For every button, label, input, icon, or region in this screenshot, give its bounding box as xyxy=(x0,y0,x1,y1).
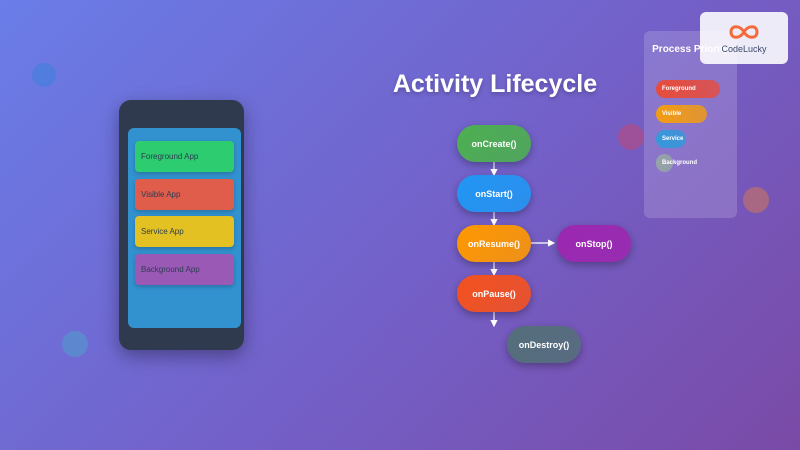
priority-label: Service xyxy=(662,136,684,142)
app-card-label: Service App xyxy=(141,227,184,236)
node-label: onCreate() xyxy=(471,138,517,149)
node-onpause: onPause() xyxy=(457,275,531,312)
decor-bubble xyxy=(62,331,88,357)
node-onresume: onResume() xyxy=(457,225,531,262)
node-onstop: onStop() xyxy=(557,225,631,262)
priority-label: Background xyxy=(662,160,698,166)
app-card-background: Background App xyxy=(135,254,234,285)
node-label: onPause() xyxy=(472,288,516,299)
app-card-label: Foreground App xyxy=(141,152,199,161)
process-priority-panel: Process Priority Foreground Visible Serv… xyxy=(644,31,737,218)
app-card-visible: Visible App xyxy=(135,179,234,210)
node-onstart: onStart() xyxy=(457,175,531,212)
infinity-logo-icon xyxy=(729,25,759,39)
priority-service: Service xyxy=(656,130,686,148)
app-card-label: Background App xyxy=(141,265,200,274)
app-card-label: Visible App xyxy=(141,190,181,199)
decor-bubble xyxy=(618,124,644,150)
node-ondestroy: onDestroy() xyxy=(507,326,581,363)
app-card-service: Service App xyxy=(135,216,234,247)
phone-screen: Foreground App Visible App Service App B… xyxy=(128,128,241,328)
priority-visible: Visible xyxy=(656,105,707,123)
node-label: onStart() xyxy=(475,188,513,199)
decor-bubble xyxy=(32,63,56,87)
page-title: Activity Lifecycle xyxy=(392,70,598,98)
node-label: onDestroy() xyxy=(518,339,570,350)
panel-title: Process Priority xyxy=(652,44,729,55)
node-label: onStop() xyxy=(575,238,613,249)
priority-label: Foreground xyxy=(662,86,696,92)
phone-mockup: Foreground App Visible App Service App B… xyxy=(119,100,244,350)
logo-text: CodeLucky xyxy=(721,44,767,54)
priority-label: Visible xyxy=(662,111,682,117)
node-label: onResume() xyxy=(467,238,520,249)
app-card-foreground: Foreground App xyxy=(135,141,234,172)
priority-foreground: Foreground xyxy=(656,80,720,98)
node-oncreate: onCreate() xyxy=(457,125,531,162)
codelucky-logo[interactable]: CodeLucky xyxy=(700,12,788,64)
priority-background: Background xyxy=(656,154,697,172)
decor-bubble xyxy=(743,187,769,213)
